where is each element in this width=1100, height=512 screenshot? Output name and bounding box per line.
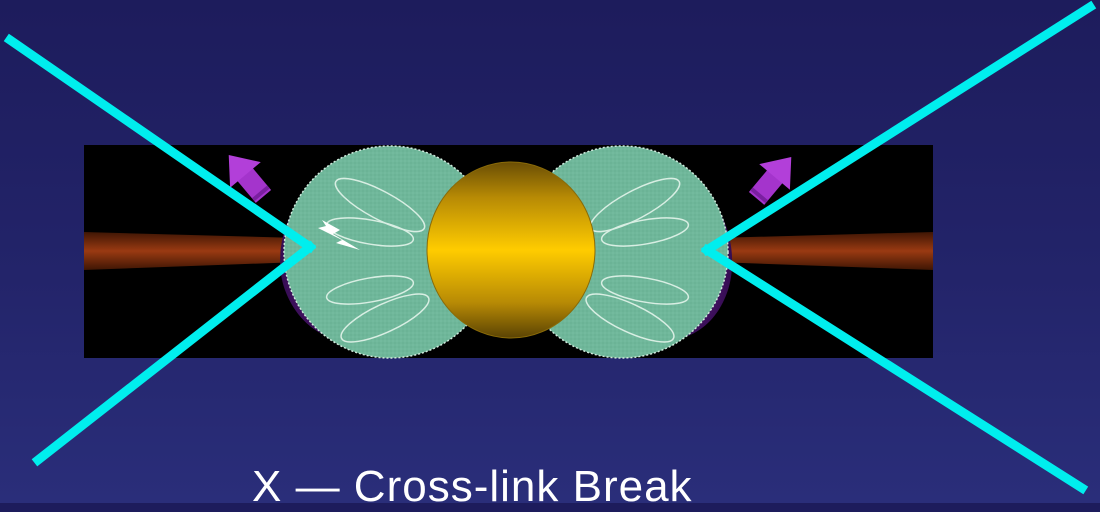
gold-core <box>427 162 595 338</box>
slide-caption: X — Cross-link Break <box>252 462 693 512</box>
